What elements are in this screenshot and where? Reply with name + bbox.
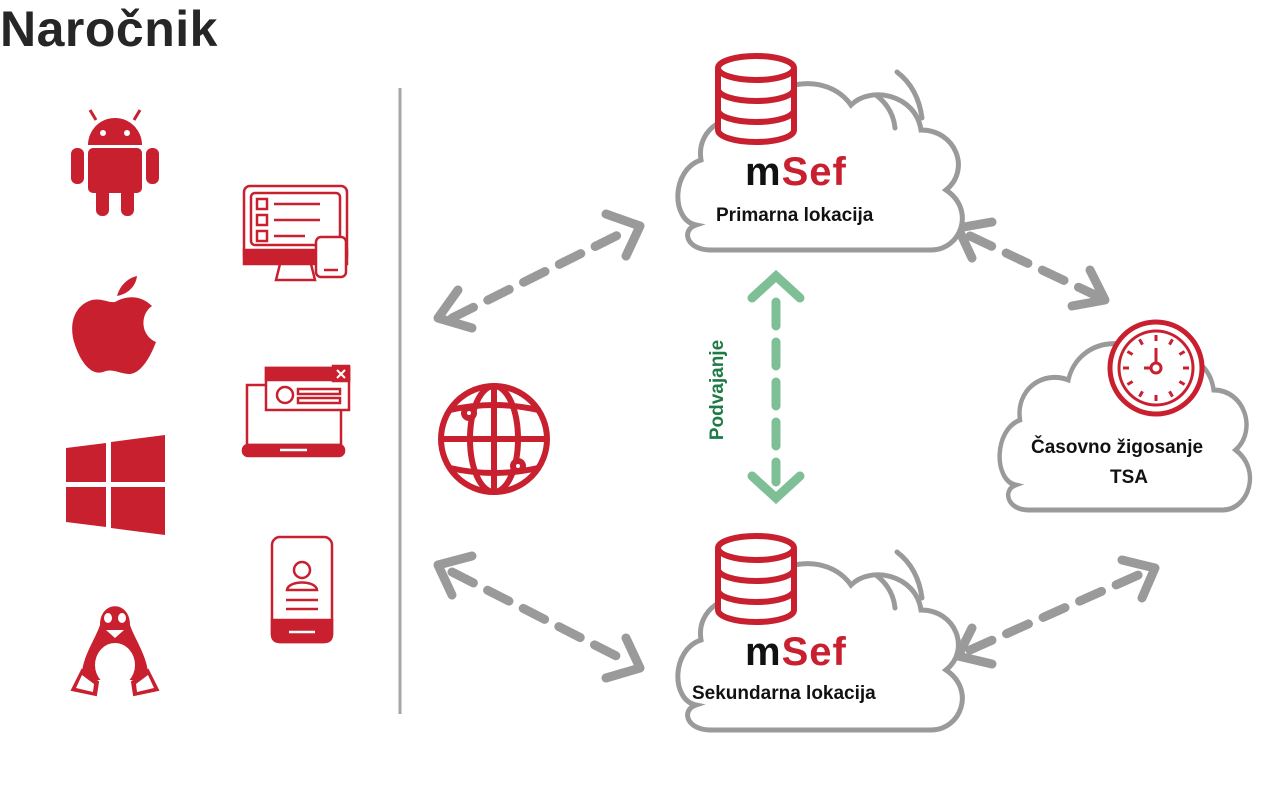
laptop-window-icon xyxy=(241,364,351,458)
tsa-label-line1: Časovno žigosanje xyxy=(1031,437,1204,458)
arrow-primary-tsa xyxy=(953,217,1110,311)
windows-icon xyxy=(66,435,165,535)
clock-tick xyxy=(1138,338,1144,346)
clock-tick xyxy=(1126,380,1134,386)
wifi-signal-icon xyxy=(873,69,925,131)
primary-cloud xyxy=(678,53,963,250)
secondary-location-label: Sekundarna lokacija xyxy=(692,683,876,704)
clock-tick xyxy=(1126,350,1134,356)
clock-tick xyxy=(1178,380,1186,386)
wifi-signal-icon xyxy=(873,549,925,611)
primary-brand-logo: mSef xyxy=(745,150,847,194)
globe-icon xyxy=(438,383,550,495)
clock-icon xyxy=(1107,319,1205,417)
arrow-secondary-tsa xyxy=(953,555,1160,669)
database-icon xyxy=(715,53,797,145)
apple-icon xyxy=(72,276,156,375)
clock-tick xyxy=(1178,350,1186,356)
arrow-globe-secondary xyxy=(433,551,645,683)
arrow-globe-primary xyxy=(433,209,645,333)
smartphone-profile-icon xyxy=(270,535,334,644)
linux-icon xyxy=(70,606,160,697)
database-icon xyxy=(715,533,797,625)
primary-location-label: Primarna lokacija xyxy=(716,205,874,226)
replication-arrow xyxy=(747,269,805,505)
clock-tick xyxy=(1168,338,1174,346)
clock-tick xyxy=(1168,390,1174,398)
page-title: Naročnik xyxy=(0,1,218,57)
replication-label: Podvajanje xyxy=(707,339,728,441)
secondary-cloud xyxy=(678,533,963,730)
secondary-brand-logo: mSef xyxy=(745,630,847,674)
tsa-cloud xyxy=(1000,319,1250,510)
android-icon xyxy=(71,109,159,216)
clock-tick xyxy=(1138,390,1144,398)
tsa-label-line2: TSA xyxy=(1110,467,1148,488)
desktop-mobile-icon xyxy=(242,184,349,282)
